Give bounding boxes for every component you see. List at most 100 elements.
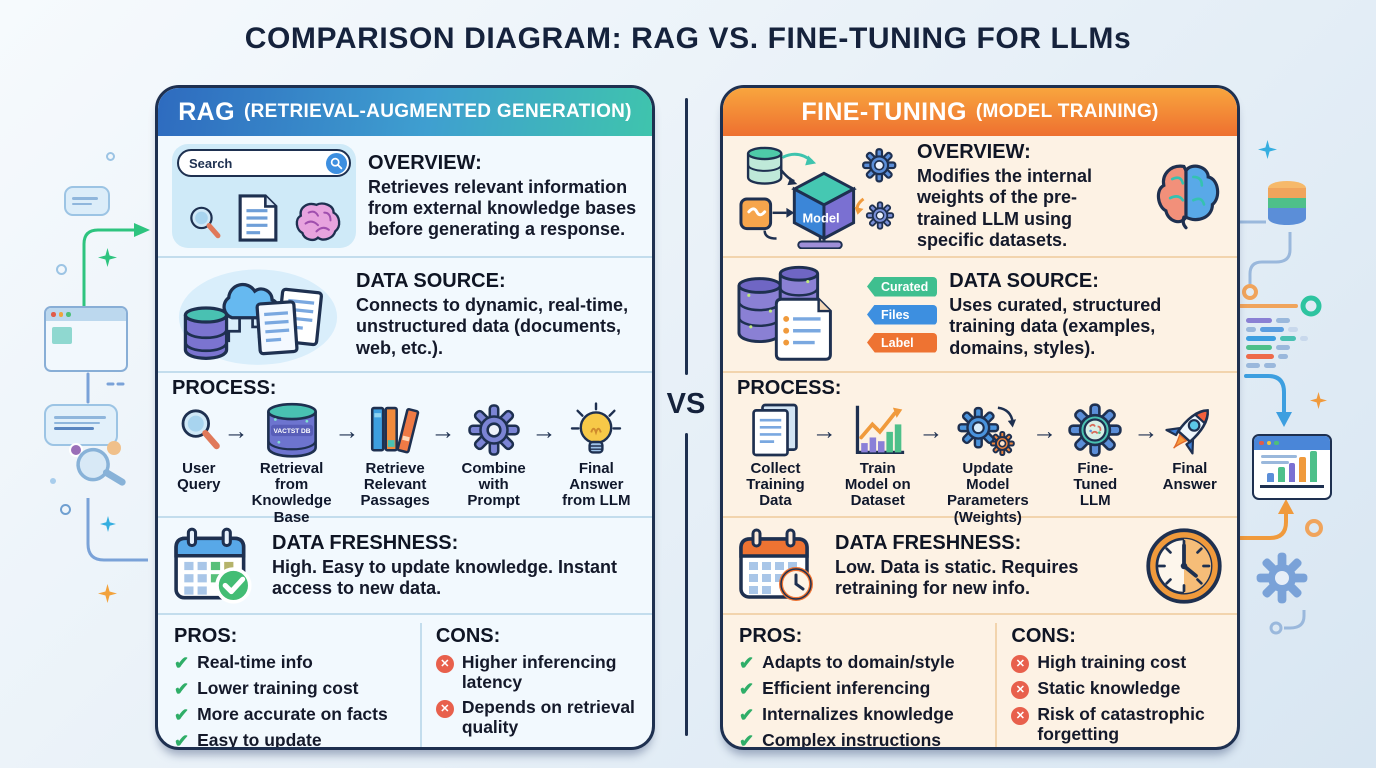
lightbulb-icon: [571, 402, 622, 454]
decor-browser-window-icon: [44, 306, 128, 372]
cross-icon: ✕: [435, 700, 454, 719]
ft-datasource-section: Curated Files Label DATA SOURCE: Uses cu…: [723, 258, 1237, 373]
rag-datasource-heading: DATA SOURCE:: [356, 270, 506, 293]
check-icon: ✔: [739, 653, 755, 673]
ft-freshness-heading: DATA FRESHNESS:: [835, 531, 1022, 554]
gear-icon: [467, 404, 520, 456]
rag-overview-body: Retrieves relevant information from exte…: [368, 176, 637, 240]
rag-datasource-section: DATA SOURCE: Connects to dynamic, real-t…: [158, 258, 652, 373]
search-bar: Search: [177, 149, 351, 177]
training-data-icon: [737, 265, 832, 361]
decor-circle-icon: [60, 504, 71, 515]
rag-pros-heading: PROS:: [174, 625, 238, 647]
arrow-right-icon: →: [223, 417, 249, 445]
rag-overview-section: Search: [158, 136, 652, 258]
cross-icon: ✕: [1011, 707, 1030, 725]
ft-proscons-section: PROS: ✔Adapts to domain/style ✔Efficient…: [723, 615, 1237, 747]
search-icon: [326, 152, 347, 174]
documents-icon: [752, 403, 799, 457]
decor-circle-icon: [106, 152, 115, 161]
rag-process-step: Combine with Prompt: [456, 402, 532, 510]
magnifier-icon: [190, 206, 221, 239]
tag-curated: Curated: [867, 276, 938, 297]
ft-overview-heading: OVERVIEW:: [917, 141, 1031, 164]
database-label: VACTST DB: [273, 428, 310, 435]
ft-process-step: Train Model on Dataset: [837, 402, 919, 510]
decor-magnifier-icon: [69, 441, 126, 486]
decor-speech-bubble-icon: [44, 404, 118, 446]
cross-icon: ✕: [1011, 655, 1030, 673]
document-icon: [238, 194, 278, 242]
rag-process-heading: PROCESS:: [172, 377, 277, 399]
arrow-right-icon: →: [1133, 417, 1159, 445]
cross-icon: ✕: [1011, 681, 1030, 699]
decor-code-lines-icon: [1246, 318, 1330, 368]
decor-chat-bubble-icon: [64, 186, 110, 216]
ft-process-step: Collect Training Data: [739, 402, 812, 510]
ft-freshness-body: Low. Data is static. Requires retraining…: [835, 556, 1079, 598]
rocket-icon: [1165, 409, 1209, 455]
ft-process-step: Update Model Parameters (Weights): [944, 402, 1033, 526]
ft-datasource-heading: DATA SOURCE:: [949, 270, 1099, 293]
model-cube-label: Model: [802, 211, 839, 226]
finetuning-title: FINE-TUNING: [801, 97, 967, 126]
training-chart-icon: [855, 405, 904, 455]
check-icon: ✔: [739, 731, 755, 750]
clock-icon: [1146, 527, 1222, 604]
arrow-right-icon: →: [334, 417, 360, 445]
left-connector-lines: [82, 223, 150, 562]
rag-process-step: Retrieve Relevant Passages: [360, 402, 431, 510]
arrow-right-icon: →: [1032, 417, 1058, 445]
vs-divider-line: [685, 433, 688, 736]
brain-icon: [295, 202, 341, 242]
decor-circle-icon: [56, 264, 67, 275]
rag-process-step: User Query: [174, 402, 224, 493]
decor-database-icon: [1268, 181, 1306, 225]
model-training-flow-icon: Model: [739, 146, 897, 249]
rag-overview-heading: OVERVIEW:: [368, 151, 482, 174]
ft-process-section: PROCESS: Collect Training Data →: [723, 373, 1237, 525]
check-icon: ✔: [739, 705, 755, 726]
check-icon: ✔: [174, 679, 190, 700]
rag-proscons-section: PROS: ✔Real-time info ✔Lower training co…: [158, 615, 652, 747]
gear-brain-icon: [1068, 403, 1122, 457]
decor-sparkle-icon: [100, 516, 116, 532]
tag-label: Label: [867, 332, 938, 353]
tag-files: Files: [867, 304, 938, 325]
arrow-right-icon: →: [811, 417, 837, 445]
decor-sparkle-icon: [1310, 392, 1327, 409]
rag-process-step: VACTST DB Retrieval from Knowledge Base: [249, 402, 335, 526]
ft-data-tags: Curated Files Label: [867, 276, 938, 353]
arrow-right-icon: →: [918, 417, 944, 445]
search-bar-label: Search: [189, 155, 233, 171]
check-icon: ✔: [739, 679, 755, 700]
rag-freshness-heading: DATA FRESHNESS:: [272, 531, 459, 554]
rag-process-step: Final Answer from LLM: [557, 402, 636, 510]
finetuning-panel-header: FINE-TUNING (MODEL TRAINING): [723, 88, 1237, 136]
decor-gear-icon: [1256, 552, 1308, 604]
rag-title: RAG: [178, 97, 235, 126]
rag-freshness-section: DATA FRESHNESS: High. Easy to update kno…: [158, 518, 652, 615]
rag-panel: RAG (RETRIEVAL-AUGMENTED GENERATION) Sea…: [155, 85, 655, 750]
cross-icon: ✕: [435, 655, 454, 673]
check-icon: ✔: [174, 653, 190, 673]
decor-dot-icon: [50, 478, 56, 484]
rag-process-section: PROCESS: User Query → VAC: [158, 373, 652, 525]
right-connector-lines: [1240, 181, 1323, 635]
rag-cons-heading: CONS:: [435, 625, 501, 647]
check-icon: ✔: [174, 731, 190, 750]
ft-overview-body: Modifies the internal weights of the pre…: [917, 166, 1093, 250]
gears-icon: [957, 406, 1016, 456]
ft-pros-heading: PROS:: [739, 625, 803, 647]
rag-datasource-body: Connects to dynamic, real-time, unstruct…: [356, 295, 629, 358]
ft-freshness-section: DATA FRESHNESS: Low. Data is static. Req…: [723, 518, 1237, 615]
brain-icon: [1156, 164, 1220, 230]
check-icon: ✔: [174, 705, 190, 726]
rag-panel-header: RAG (RETRIEVAL-AUGMENTED GENERATION): [158, 88, 652, 136]
ft-datasource-body: Uses curated, structured training data (…: [949, 295, 1162, 358]
ft-cons-column: CONS: ✕High training cost ✕Static knowle…: [995, 623, 1237, 747]
page-title: COMPARISON DIAGRAM: RAG VS. FINE-TUNING …: [244, 22, 1132, 55]
decor-sparkle-icon: [98, 248, 117, 267]
rag-pros-column: PROS: ✔Real-time info ✔Lower training co…: [158, 623, 420, 747]
